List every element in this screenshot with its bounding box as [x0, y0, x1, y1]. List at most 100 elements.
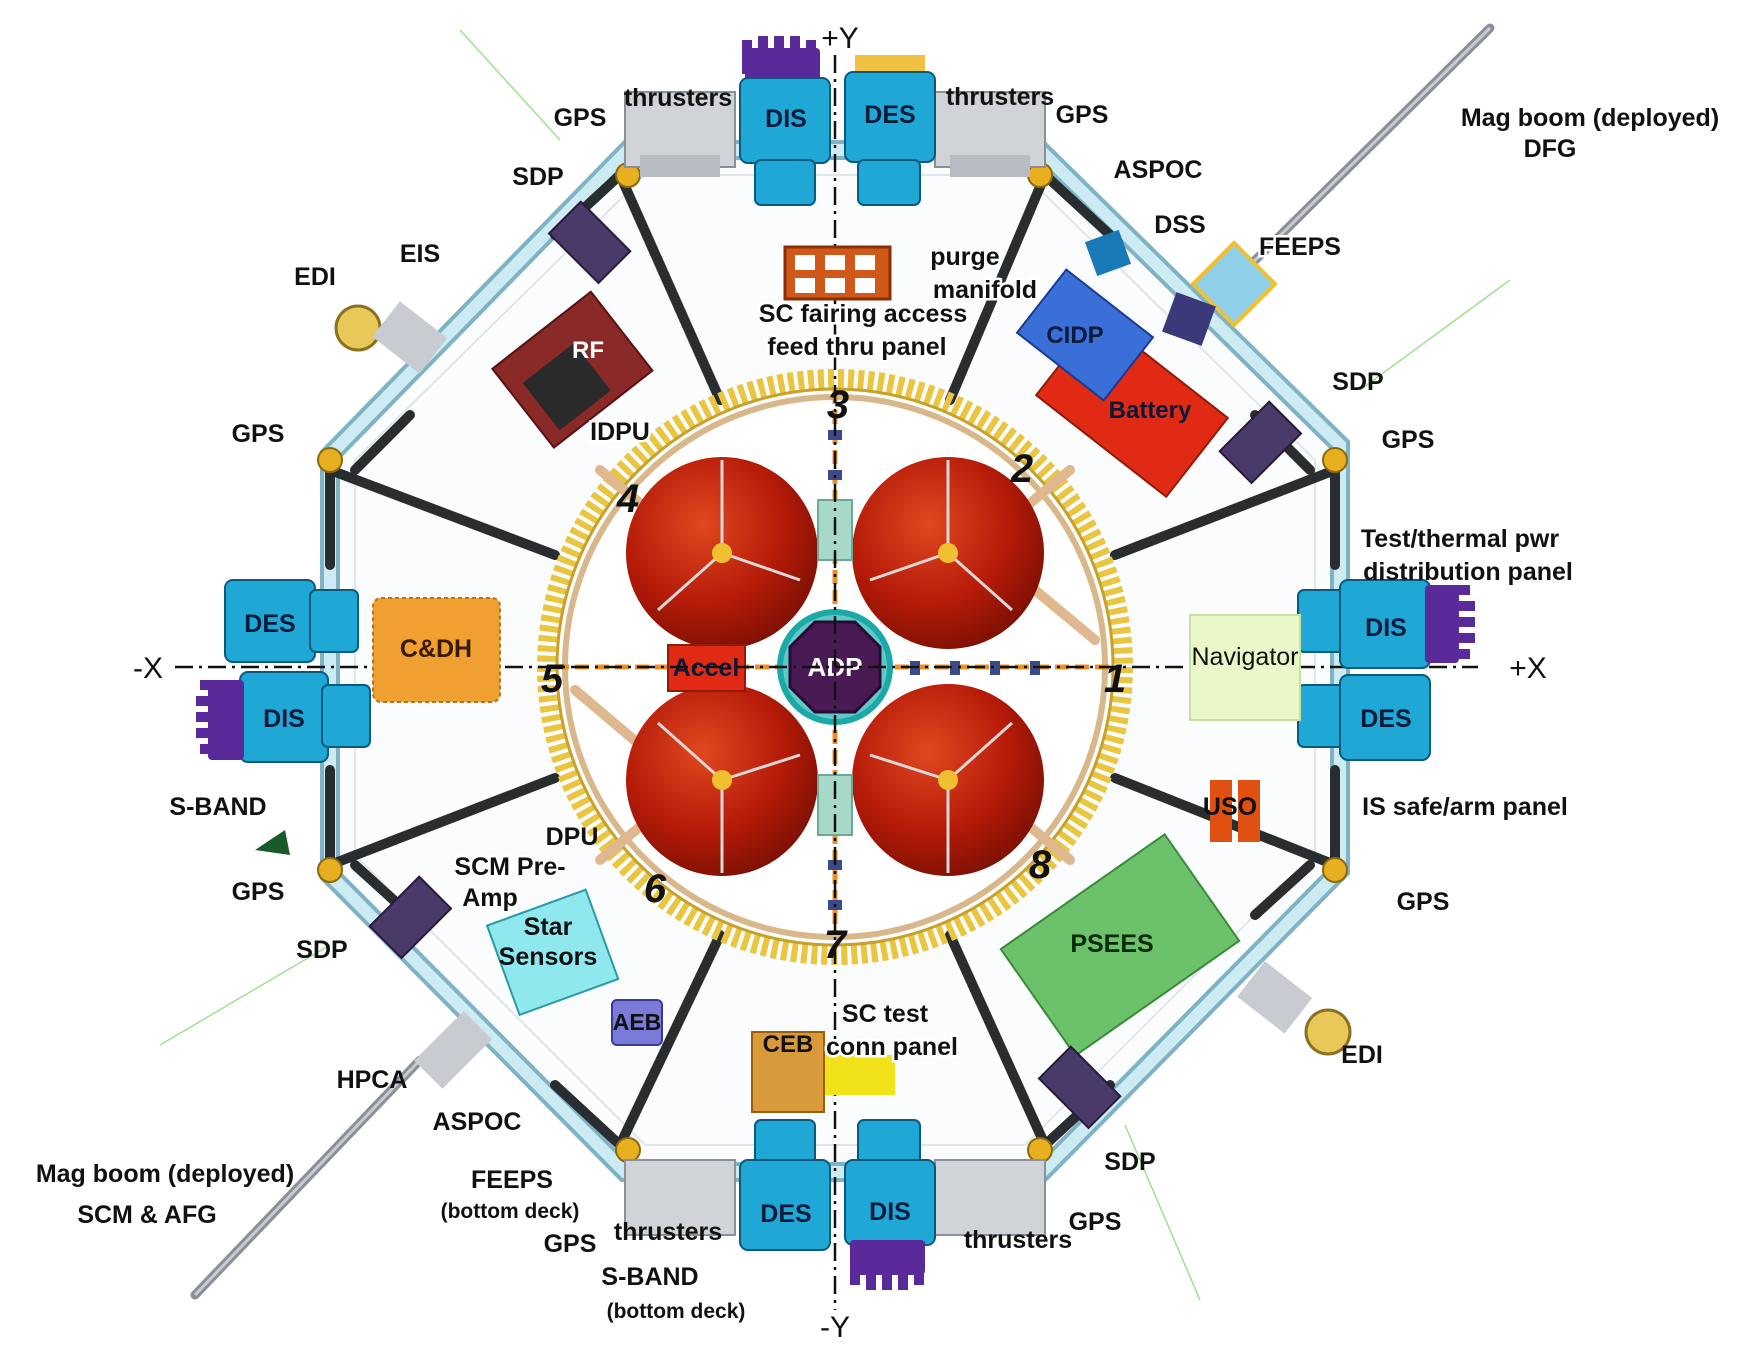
label-gps-right-lower: GPS — [1397, 888, 1450, 916]
frame-joints — [317, 162, 1348, 1163]
des-top-sensor-head — [855, 55, 925, 75]
des-bottom-label: DES — [760, 1200, 811, 1228]
sdp-units — [368, 200, 1303, 1130]
axis-plus-x: +X — [1509, 652, 1547, 685]
label-aspoc-bottom: ASPOC — [433, 1108, 522, 1136]
mag-boom-top — [1220, 23, 1495, 295]
des-left-label: DES — [244, 610, 295, 638]
label-mag-boom-top-2: DFG — [1524, 135, 1577, 163]
label-mag-boom-top-1: Mag boom (deployed) — [1461, 104, 1719, 132]
label-sdp-bottom-right: SDP — [1104, 1148, 1155, 1176]
star-sensors-label-1: Star — [524, 913, 573, 941]
rf-label: RF — [572, 337, 604, 364]
star-sensors-box — [485, 888, 620, 1017]
sc-fairing-panel — [783, 245, 892, 301]
label-gps-bottom-right: GPS — [1069, 1208, 1122, 1236]
label-sdp-left-lower: SDP — [296, 936, 347, 964]
label-test-thermal-2: distribution panel — [1363, 558, 1573, 586]
dss-box — [1084, 229, 1132, 277]
label-thrusters-bottom-right: thrusters — [964, 1226, 1072, 1254]
label-sc-test-2: conn panel — [826, 1033, 958, 1061]
label-gps-bottom-left: GPS — [544, 1230, 597, 1258]
sc-test-conn-panel — [825, 1055, 895, 1095]
position-number-8: 8 — [1029, 843, 1052, 887]
label-gps-right-upper: GPS — [1382, 426, 1435, 454]
dis-bottom-label: DIS — [869, 1198, 911, 1226]
label-test-thermal-1: Test/thermal pwr — [1361, 525, 1559, 553]
guide-lines — [159, 29, 1511, 1301]
label-sdp-top-left: SDP — [512, 163, 563, 191]
label-thrusters-top-left: thrusters — [624, 84, 732, 112]
edi-top-instrument — [334, 301, 448, 374]
position-number-3: 3 — [827, 383, 849, 427]
position-number-7: 7 — [824, 923, 848, 967]
top-thrusters-left — [624, 91, 736, 177]
axis-minus-y: -Y — [820, 1311, 850, 1344]
des-top-label: DES — [864, 101, 915, 129]
des-bottom-box — [739, 1159, 831, 1251]
mag-boom-bottom — [190, 1055, 425, 1300]
position-number-2: 2 — [1010, 447, 1033, 491]
ceb-box — [751, 1031, 825, 1113]
label-sc-test-1: SC test — [842, 1000, 929, 1028]
label-edi-bottom: EDI — [1341, 1041, 1383, 1069]
rf-box — [490, 290, 654, 449]
label-sc-fairing-1: SC fairing access — [759, 300, 967, 328]
hpca-instrument — [414, 1011, 492, 1089]
dis-bottom-sensor-head — [850, 1240, 925, 1290]
label-purge-2: manifold — [933, 276, 1037, 304]
bottom-thrusters-left — [624, 1159, 736, 1236]
label-is-safe: IS safe/arm panel — [1362, 793, 1568, 821]
navigator-box — [1189, 614, 1301, 721]
label-mag-boom-bottom-2: SCM & AFG — [77, 1201, 216, 1229]
bottom-thrusters-right — [934, 1159, 1046, 1236]
label-thrusters-top-right: thrusters — [946, 83, 1054, 111]
label-hpca: HPCA — [337, 1066, 408, 1094]
edi-bottom-instrument — [1237, 961, 1352, 1056]
aeb-label: AEB — [613, 1009, 662, 1035]
label-feeps-bottom-1: FEEPS — [471, 1166, 553, 1194]
feeps-top-box — [1162, 240, 1278, 346]
des-right-label: DES — [1360, 705, 1411, 733]
label-sdp-right-upper: SDP — [1332, 368, 1383, 396]
label-idpu: IDPU — [590, 418, 650, 446]
position-number-6: 6 — [644, 867, 667, 911]
star-sensors-label-2: Sensors — [499, 943, 598, 971]
cidp-box — [1015, 268, 1155, 402]
label-gps-top-right: GPS — [1056, 101, 1109, 129]
dis-top-label: DIS — [765, 105, 807, 133]
top-thrusters-right — [934, 91, 1046, 177]
position-number-4: 4 — [616, 477, 639, 521]
axis-minus-x: -X — [133, 652, 163, 685]
aeb-box — [611, 999, 663, 1046]
label-s-band-bottom-1: S-BAND — [601, 1263, 698, 1291]
position-number-1: 1 — [1104, 657, 1126, 701]
psees-box — [999, 833, 1241, 1057]
cdh-box — [372, 597, 501, 703]
dis-right-label: DIS — [1365, 614, 1407, 642]
label-feeps-bottom-2: (bottom deck) — [441, 1200, 580, 1223]
label-scm-preamp-1: SCM Pre- — [454, 853, 565, 881]
des-right-box — [1339, 674, 1431, 761]
dis-left-sensor-head — [196, 680, 244, 760]
label-thrusters-bottom-left: thrusters — [614, 1218, 722, 1246]
battery-label: Battery — [1109, 397, 1192, 424]
axis-plus-y: +Y — [821, 22, 859, 55]
label-sc-fairing-2: feed thru panel — [767, 333, 946, 361]
label-navigator: Navigator — [1192, 643, 1299, 671]
label-gps-left-lower: GPS — [232, 878, 285, 906]
label-mag-boom-bottom-1: Mag boom (deployed) — [36, 1160, 294, 1188]
dis-right-sensor-head — [1425, 585, 1475, 663]
label-purge-1: purge — [930, 243, 1000, 271]
ceb-label: CEB — [763, 1031, 814, 1058]
label-gps-top-left: GPS — [554, 104, 607, 132]
label-feeps-top: FEEPS — [1259, 233, 1341, 261]
psees-label: PSEES — [1070, 930, 1153, 958]
label-gps-left-upper: GPS — [232, 420, 285, 448]
label-s-band-left: S-BAND — [169, 793, 266, 821]
dis-left-label: DIS — [263, 705, 305, 733]
label-dss: DSS — [1154, 211, 1205, 239]
label-edi-top: EDI — [294, 263, 336, 291]
cdh-label: C&DH — [400, 635, 472, 663]
